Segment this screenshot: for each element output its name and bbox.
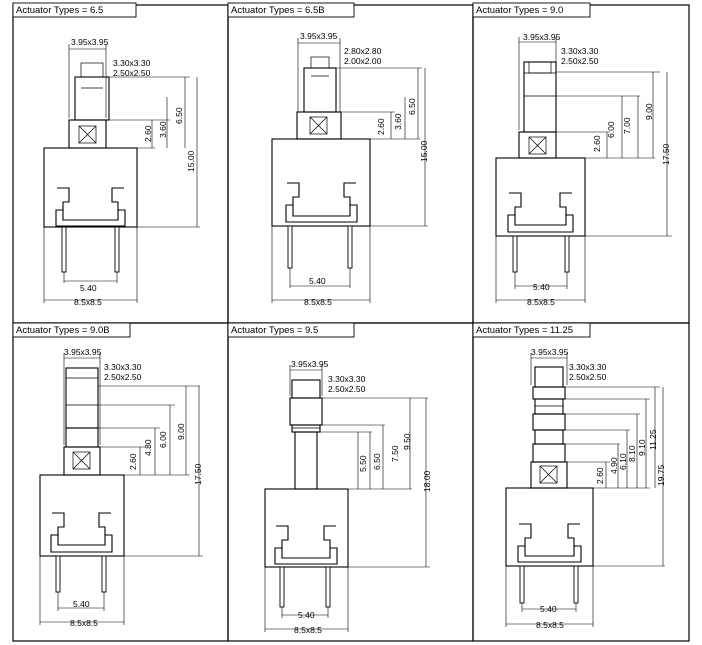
panel-title-box: Actuator Types = 6.5B <box>227 2 355 18</box>
panel-actuator-9-0: Actuator Types = 9.0 <box>472 2 690 324</box>
vertical-dim-label: 3.60 <box>158 121 168 138</box>
panel-actuator-6-5: Actuator Types = 6.5 <box>12 2 229 324</box>
switch-drawing <box>495 61 586 273</box>
vertical-dim-label: 17.50 <box>661 143 671 165</box>
inner-size-label: 2.50x2.50 <box>104 372 142 382</box>
mid-size-label: 3.30x3.30 <box>569 362 607 372</box>
panel-title: Actuator Types = 11.25 <box>476 325 573 336</box>
switch-drawing <box>505 366 594 604</box>
vertical-dim-label: 17.50 <box>193 463 203 485</box>
body-width-label: 8.5x8.5 <box>294 625 322 635</box>
mid-size-label: 3.30x3.30 <box>561 46 599 56</box>
vertical-dim-label: 11.25 <box>648 429 658 450</box>
body-width-label: 8.5x8.5 <box>74 297 102 307</box>
outer-size-label: 3.95x3.95 <box>291 359 329 369</box>
switch-drawing <box>43 62 138 273</box>
panel-title-box: Actuator Types = 9.0B <box>12 322 131 338</box>
vertical-dim-label: 18.00 <box>422 470 432 492</box>
outer-size-label: 3.95x3.95 <box>71 37 109 47</box>
mid-size-label: 3.30x3.30 <box>328 374 366 384</box>
vertical-dim-label: 7.00 <box>622 117 632 134</box>
vertical-dim-label: 3.60 <box>393 113 403 130</box>
vertical-dim-label: 2.60 <box>143 125 153 142</box>
vertical-dim-label: 2.60 <box>128 453 138 470</box>
inner-size-label: 2.00x2.00 <box>344 56 382 66</box>
dimension-lines <box>264 365 430 632</box>
mid-size-label: 2.80x2.80 <box>344 46 382 56</box>
vertical-dim-label: 9.00 <box>176 423 186 440</box>
vertical-dim-label: 4.80 <box>143 439 153 456</box>
panel-title: Actuator Types = 6.5 <box>16 5 103 16</box>
dimension-lines <box>495 37 672 303</box>
panel-title-box: Actuator Types = 6.5 <box>12 2 137 18</box>
vertical-dim-label: 4.90 <box>609 457 619 474</box>
panel-title: Actuator Types = 6.5B <box>231 5 325 16</box>
vertical-dim-label: 2.60 <box>592 135 602 152</box>
dimension-lines <box>43 44 200 303</box>
vertical-dim-label: 8.10 <box>627 445 637 462</box>
vertical-dim-label: 9.00 <box>644 103 654 120</box>
vertical-dim-label: 9.50 <box>402 433 412 450</box>
vertical-dim-label: 2.60 <box>595 467 605 484</box>
switch-drawing <box>39 367 125 593</box>
outer-size-label: 3.95x3.95 <box>64 347 102 357</box>
outer-size-label: 3.95x3.95 <box>531 347 569 357</box>
panel-title-box: Actuator Types = 9.5 <box>227 322 355 338</box>
vertical-dim-label: 5.50 <box>358 455 368 472</box>
switch-drawing <box>271 56 371 269</box>
vertical-dim-label: 2.60 <box>376 118 386 135</box>
panel-actuator-11-25: Actuator Types = 11.25 <box>472 322 690 642</box>
vertical-dim-label: 19.75 <box>656 464 666 486</box>
pin-spacing-label: 5.40 <box>533 282 550 292</box>
mid-size-label: 3.30x3.30 <box>113 58 151 68</box>
inner-size-label: 2.50x2.50 <box>561 56 599 66</box>
inner-size-label: 2.50x2.50 <box>328 384 366 394</box>
panel-title: Actuator Types = 9.0B <box>16 325 110 336</box>
dimension-lines <box>271 38 428 303</box>
panel-actuator-6-5b: Actuator Types = 6.5B <box>227 2 474 324</box>
pin-spacing-label: 5.40 <box>298 610 315 620</box>
pin-spacing-label: 5.40 <box>80 283 97 293</box>
dimension-lines <box>39 353 203 625</box>
vertical-dim-label: 15.00 <box>186 150 196 172</box>
panel-title: Actuator Types = 9.0 <box>476 5 563 16</box>
vertical-dim-label: 15.00 <box>419 140 429 162</box>
pin-spacing-label: 5.40 <box>309 276 326 286</box>
vertical-dim-label: 6.10 <box>618 453 628 470</box>
vertical-dim-label: 6.50 <box>174 107 184 124</box>
body-width-label: 8.5x8.5 <box>70 618 98 628</box>
panel-actuator-9-5: Actuator Types = 9.5 <box>227 322 474 642</box>
panel-title-box: Actuator Types = 9.0 <box>472 2 591 18</box>
panel-title-box: Actuator Types = 11.25 <box>472 322 591 338</box>
outer-size-label: 3.95x3.95 <box>523 32 561 42</box>
pin-spacing-label: 5.40 <box>540 604 557 614</box>
inner-size-label: 2.50x2.50 <box>113 68 151 78</box>
switch-drawing <box>264 379 349 608</box>
vertical-dim-label: 7.50 <box>390 445 400 462</box>
dimension-lines <box>505 353 665 627</box>
panel-actuator-9-0b: Actuator Types = 9.0B <box>12 322 229 642</box>
vertical-dim-label: 6.00 <box>606 121 616 138</box>
body-width-label: 8.5x8.5 <box>304 297 332 307</box>
inner-size-label: 2.50x2.50 <box>569 372 607 382</box>
vertical-dim-label: 6.00 <box>158 431 168 448</box>
vertical-dim-label: 6.50 <box>407 98 417 115</box>
body-width-label: 8.5x8.5 <box>527 297 555 307</box>
outer-size-label: 3.95x3.95 <box>300 31 338 41</box>
vertical-dim-label: 9.10 <box>637 439 647 456</box>
mid-size-label: 3.30x3.30 <box>104 362 142 372</box>
panel-title: Actuator Types = 9.5 <box>231 325 318 336</box>
body-width-label: 8.5x8.5 <box>536 620 564 630</box>
pin-spacing-label: 5.40 <box>73 599 90 609</box>
vertical-dim-label: 6.50 <box>372 453 382 470</box>
